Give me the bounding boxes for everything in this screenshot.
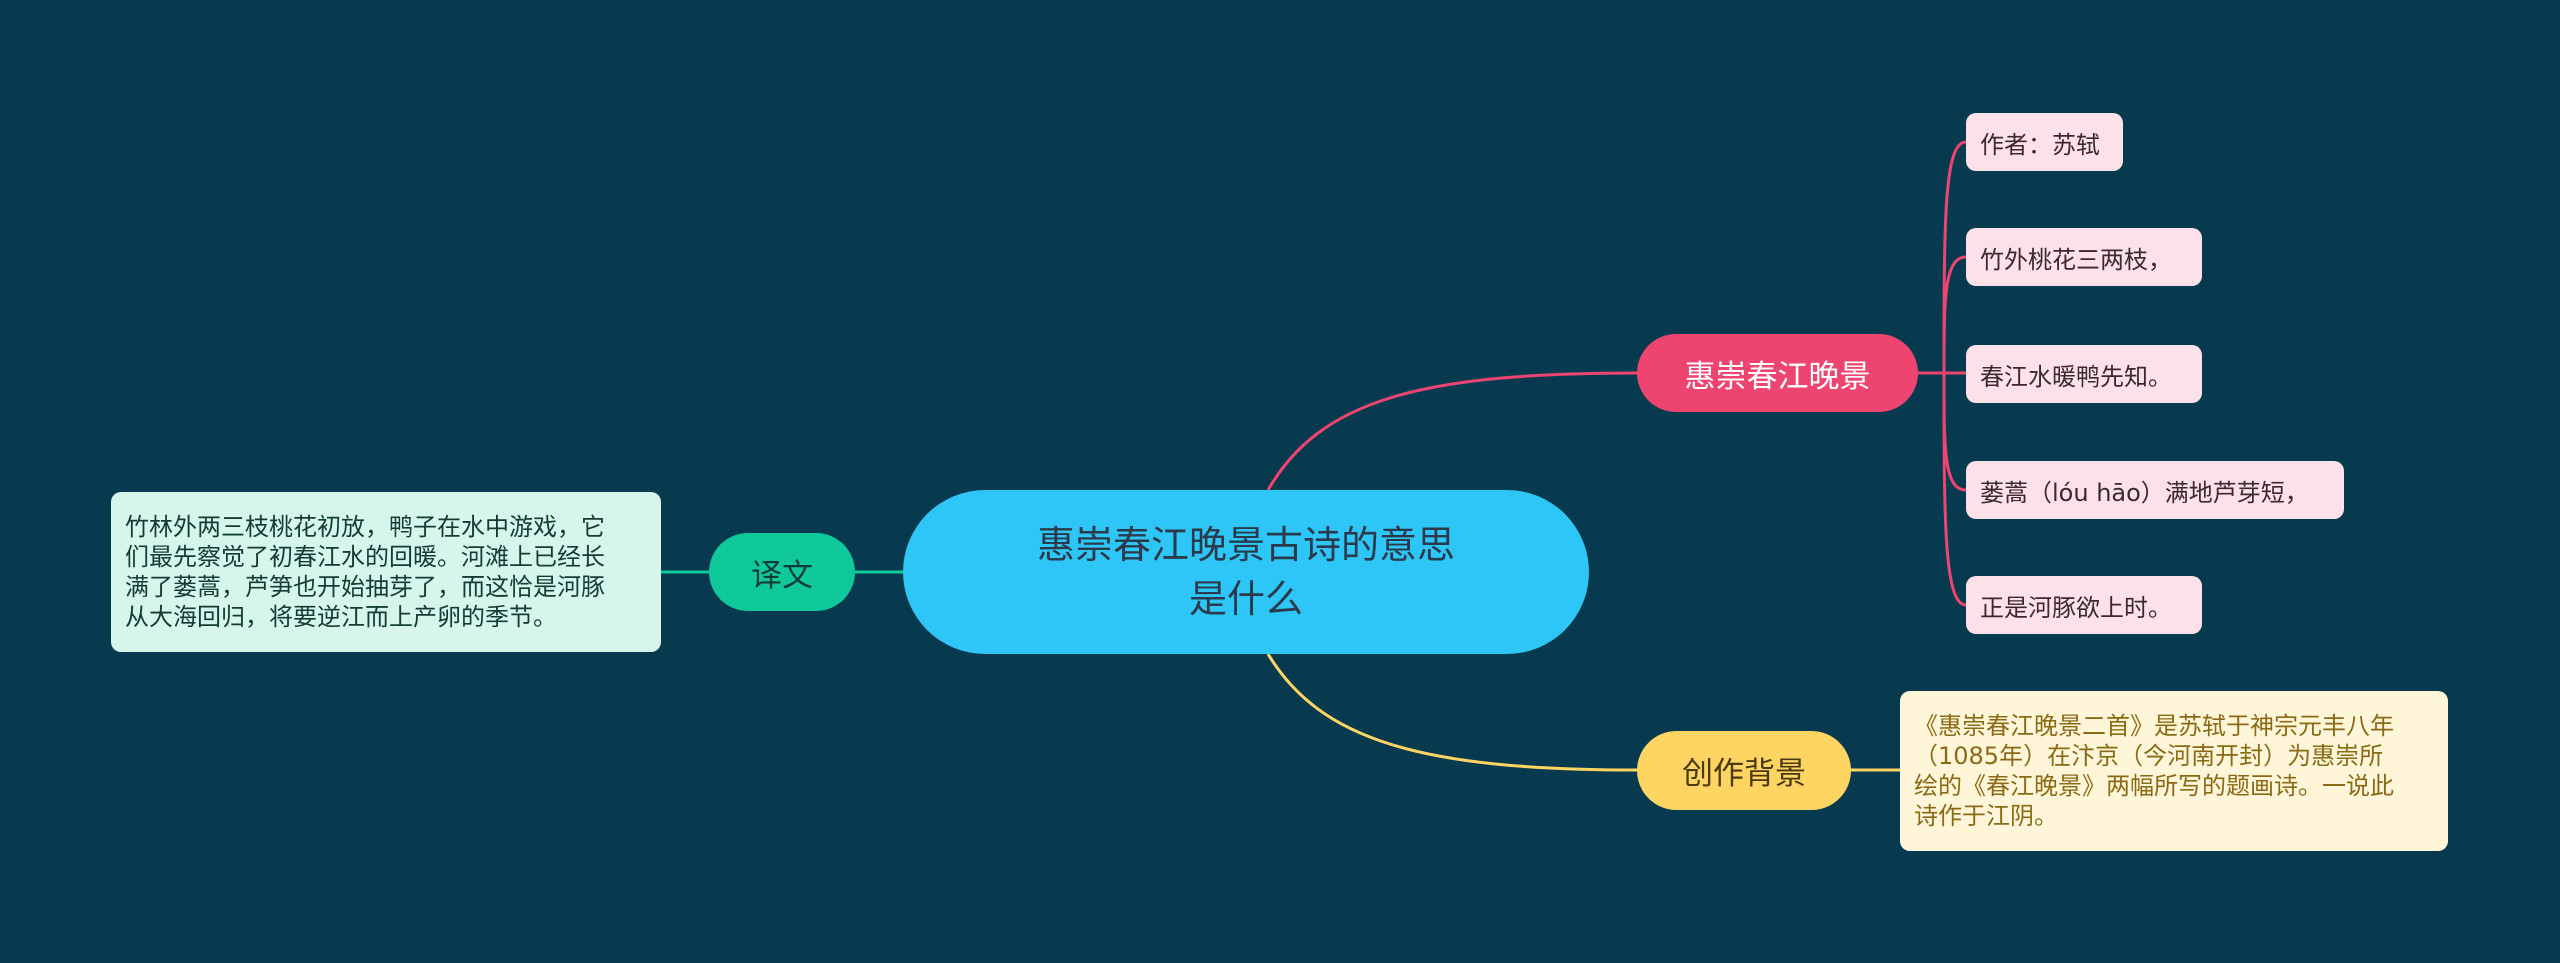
central-topic-line-1: 惠崇春江晚景古诗的意思 <box>1036 523 1455 567</box>
connector-center-poem <box>1266 371 1638 491</box>
translation-text-line: 竹林外两三枝桃花初放，鸭子在水中游戏，它 <box>125 513 605 541</box>
translation-text-line: 满了蒌蒿，芦笋也开始抽芽了，而这恰是河豚 <box>125 573 605 601</box>
translation-text-box[interactable]: 竹林外两三枝桃花初放，鸭子在水中游戏，它 们最先察觉了初春江水的回暖。河滩上已经… <box>111 492 661 652</box>
poem-line-1[interactable]: 竹外桃花三两枝， <box>1966 228 2202 286</box>
translation-text-line: 从大海回归，将要逆江而上产卵的季节。 <box>125 603 557 631</box>
connector-poem-leaves <box>1918 140 1967 607</box>
poem-line-author[interactable]: 作者：苏轼 <box>1966 113 2123 171</box>
background-text-line: 绘的《春江晚景》两幅所写的题画诗。一说此 <box>1914 772 2394 800</box>
poem-line-4[interactable]: 正是河豚欲上时。 <box>1966 576 2202 634</box>
branch-poem[interactable]: 惠崇春江晚景 <box>1637 334 1918 412</box>
background-text-line: （1085年）在汴京（今河南开封）为惠崇所 <box>1914 742 2384 770</box>
background-text-box[interactable]: 《惠崇春江晚景二首》是苏轼于神宗元丰八年 （1085年）在汴京（今河南开封）为惠… <box>1900 691 2448 851</box>
background-text-line: 《惠崇春江晚景二首》是苏轼于神宗元丰八年 <box>1914 712 2394 740</box>
background-text-line: 诗作于江阴。 <box>1914 802 2058 830</box>
branch-background[interactable]: 创作背景 <box>1637 731 1851 810</box>
central-topic[interactable]: 惠崇春江晚景古诗的意思 是什么 <box>903 490 1589 654</box>
central-topic-line-2: 是什么 <box>1188 577 1303 621</box>
poem-line-3[interactable]: 蒌蒿（lóu hāo）满地芦芽短， <box>1966 461 2344 519</box>
poem-line-2[interactable]: 春江水暖鸭先知。 <box>1966 345 2202 403</box>
translation-text-line: 们最先察觉了初春江水的回暖。河滩上已经长 <box>125 543 605 571</box>
connector-center-background <box>1266 653 1638 772</box>
branch-translation[interactable]: 译文 <box>709 533 855 611</box>
